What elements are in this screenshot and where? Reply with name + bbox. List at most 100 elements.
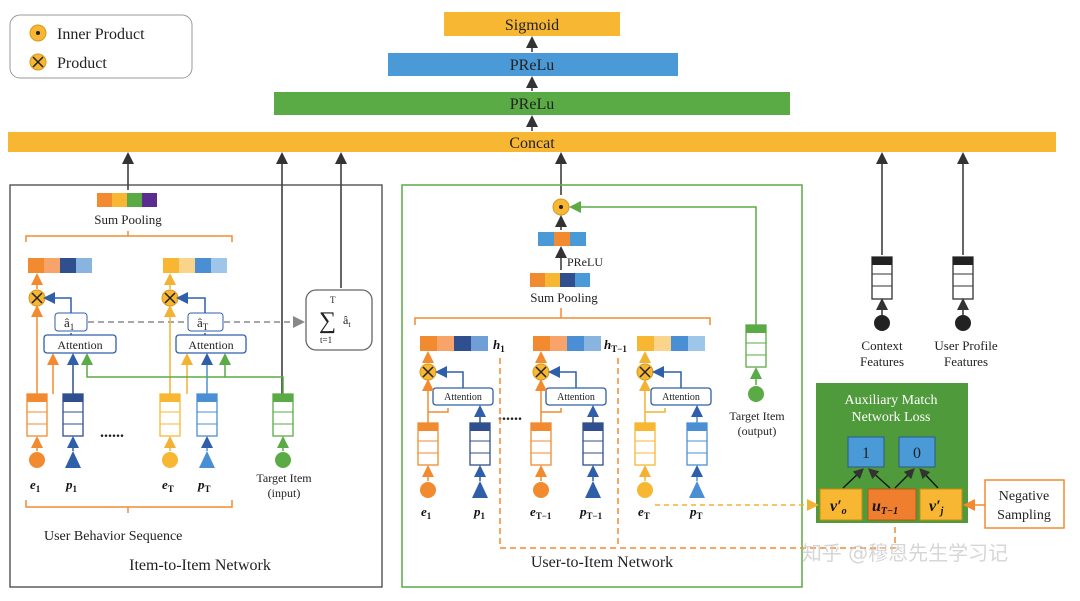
i2i-item-embedding-eT bbox=[159, 393, 181, 437]
prelu-layer-2 bbox=[274, 92, 790, 115]
i2i-item-node-eT bbox=[162, 452, 178, 468]
u2i-target-item-label-2: (output) bbox=[738, 424, 777, 438]
svg-text:uT−1: uT−1 bbox=[872, 498, 898, 517]
auxiliary-match-network: Auxiliary Match Network Loss 1 0 v′o uT−… bbox=[816, 383, 968, 523]
svg-text:Attention: Attention bbox=[188, 338, 233, 352]
context-features-label-2: Features bbox=[860, 354, 904, 369]
i2i-sum-pooling-label: Sum Pooling bbox=[94, 212, 162, 227]
u2i-prelu-vector bbox=[538, 232, 586, 246]
u2i-position-node-p1 bbox=[472, 481, 488, 498]
u2i-product-node-1 bbox=[419, 363, 437, 381]
aux-v-o-box bbox=[819, 488, 863, 521]
i2i-weighted-vector-T bbox=[163, 258, 227, 273]
negative-sampling-box bbox=[984, 479, 1065, 529]
svg-text:v′j: v′j bbox=[929, 498, 944, 517]
u2i-target-item-label-1: Target Item bbox=[729, 409, 785, 423]
u2i-item-node-e1 bbox=[420, 482, 436, 498]
i2i-position-node-p1 bbox=[65, 451, 81, 468]
user-to-item-network: PReLU Sum Pooling h1 hT−1 bbox=[401, 184, 896, 588]
u2i-prelu-label: PReLU bbox=[567, 255, 603, 269]
u2i-target-item-embedding bbox=[745, 324, 767, 368]
i2i-product-node-1 bbox=[28, 289, 46, 307]
i2i-target-item-label-2: (input) bbox=[268, 486, 301, 500]
u2i-item-embedding-eT1 bbox=[530, 422, 552, 466]
u2i-hidden-vector-hT1 bbox=[533, 336, 601, 351]
i2i-frame bbox=[9, 184, 383, 588]
aux-title-2: Network Loss bbox=[852, 410, 931, 425]
u2i-hidden-vector-hT bbox=[637, 336, 705, 351]
aux-u-T1-box bbox=[867, 488, 917, 521]
svg-text:1: 1 bbox=[862, 445, 870, 462]
context-features-label-1: Context bbox=[861, 338, 903, 353]
u2i-sum-pooling-vector bbox=[530, 273, 590, 287]
u2i-sum-pooling-label: Sum Pooling bbox=[530, 290, 598, 305]
watermark: 知乎 @穆恩先生学习记 bbox=[802, 541, 1008, 565]
svg-text:â1: â1 bbox=[64, 315, 74, 332]
user-behavior-sequence-label: User Behavior Sequence bbox=[44, 529, 182, 544]
svg-text:pT: pT bbox=[689, 504, 703, 521]
svg-text:0: 0 bbox=[913, 445, 921, 462]
aux-v-j-box bbox=[919, 488, 963, 521]
svg-text:eT: eT bbox=[162, 477, 174, 494]
u2i-position-node-pT1 bbox=[585, 481, 601, 498]
user-profile-features-node bbox=[955, 315, 971, 331]
context-features: Context Features bbox=[860, 256, 904, 369]
legend-inner-product-label: Inner Product bbox=[57, 26, 145, 43]
u2i-position-node-pT bbox=[689, 481, 705, 498]
sigmoid-label: Sigmoid bbox=[505, 17, 559, 34]
user-profile-features: User Profile Features bbox=[934, 256, 998, 369]
legend-product-label: Product bbox=[57, 55, 107, 72]
svg-text:Attention: Attention bbox=[662, 392, 700, 403]
svg-text:pT: pT bbox=[197, 477, 211, 494]
i2i-target-item-node bbox=[275, 452, 291, 468]
svg-text:h1: h1 bbox=[493, 337, 505, 354]
svg-text:e1: e1 bbox=[421, 504, 432, 521]
i2i-item-embedding-e1 bbox=[26, 393, 48, 437]
u2i-item-node-eT1 bbox=[533, 482, 549, 498]
u2i-item-embedding-eT bbox=[634, 422, 656, 466]
user-profile-features-label-1: User Profile bbox=[934, 338, 997, 353]
i2i-weighted-vector-1 bbox=[28, 258, 92, 273]
svg-text:pT−1: pT−1 bbox=[579, 504, 603, 521]
i2i-sum-pooling-vector bbox=[97, 193, 157, 207]
svg-text:t=1: t=1 bbox=[320, 335, 332, 345]
u2i-item-node-eT bbox=[637, 482, 653, 498]
prelu-label-2: PReLu bbox=[510, 96, 554, 113]
svg-text:p1: p1 bbox=[473, 504, 486, 521]
i2i-target-item-label-1: Target Item bbox=[256, 471, 312, 485]
i2i-position-embedding-p1 bbox=[62, 393, 84, 437]
u2i-product-node-T bbox=[636, 363, 654, 381]
aux-title-1: Auxiliary Match bbox=[845, 393, 938, 408]
i2i-title: Item-to-Item Network bbox=[129, 557, 271, 574]
i2i-position-node-pT bbox=[199, 451, 215, 468]
user-profile-features-label-2: Features bbox=[944, 354, 988, 369]
i2i-product-node-T bbox=[161, 289, 179, 307]
sigmoid-layer bbox=[444, 12, 620, 36]
concat-layer bbox=[8, 132, 1056, 152]
legend-box bbox=[9, 14, 193, 79]
svg-text:v′o: v′o bbox=[830, 498, 847, 517]
u2i-position-embedding-p1 bbox=[469, 422, 491, 466]
i2i-ellipsis: ...... bbox=[100, 424, 124, 441]
aux-label-1-box bbox=[847, 436, 885, 468]
svg-text:Attention: Attention bbox=[444, 392, 482, 403]
svg-text:ât: ât bbox=[343, 313, 351, 329]
svg-text:Attention: Attention bbox=[557, 392, 595, 403]
u2i-position-embedding-pT1 bbox=[582, 422, 604, 466]
u2i-title: User-to-Item Network bbox=[531, 554, 673, 571]
u2i-product-node-T1 bbox=[532, 363, 550, 381]
i2i-target-item-embedding bbox=[272, 393, 294, 437]
u2i-ellipsis: ...... bbox=[498, 407, 522, 424]
prelu-label-1: PReLu bbox=[510, 57, 554, 74]
product-icon bbox=[29, 53, 47, 71]
svg-text:âT: âT bbox=[197, 315, 209, 332]
svg-text:Attention: Attention bbox=[57, 338, 102, 352]
prelu-layer-1 bbox=[388, 53, 678, 76]
svg-text:e1: e1 bbox=[30, 477, 41, 494]
svg-text:p1: p1 bbox=[65, 477, 78, 494]
legend: Inner Product Product bbox=[9, 14, 193, 79]
context-features-node bbox=[874, 315, 890, 331]
u2i-hidden-vector-h1 bbox=[420, 336, 488, 351]
svg-text:hT−1: hT−1 bbox=[604, 337, 627, 354]
